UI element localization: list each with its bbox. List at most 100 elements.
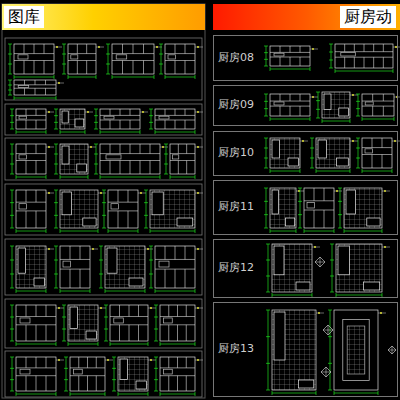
cad-stroke	[108, 44, 109, 74]
cad-stroke	[264, 94, 268, 95]
cad-stroke	[324, 94, 331, 110]
cad-stroke	[266, 390, 270, 391]
cad-stroke	[150, 161, 151, 175]
cad-stroke	[154, 368, 158, 369]
cad-stroke	[195, 47, 203, 48]
cad-stroke	[382, 293, 383, 297]
cad-stroke	[10, 305, 14, 306]
cad-stroke	[362, 147, 392, 148]
cad-stroke	[168, 305, 169, 317]
cad-stroke	[148, 308, 156, 309]
cad-stroke	[20, 318, 30, 323]
cad-stroke	[10, 129, 14, 130]
cad-stroke	[88, 147, 96, 148]
cad-stroke	[26, 211, 27, 228]
cad-stroke	[296, 229, 297, 233]
cad-stroke	[24, 61, 25, 75]
cad-stroke	[270, 119, 310, 120]
cad-stroke	[362, 138, 392, 168]
cad-stroke	[36, 161, 37, 175]
cad-stroke	[144, 215, 148, 216]
cad-stroke	[286, 218, 295, 226]
cad-stroke	[154, 305, 158, 306]
cad-stroke	[266, 244, 270, 245]
cad-stroke	[358, 138, 359, 168]
cad-stroke	[350, 169, 351, 173]
cad-stroke	[16, 394, 56, 395]
cad-stroke	[87, 376, 88, 391]
cad-stroke	[356, 158, 360, 159]
cad-stroke	[164, 164, 168, 165]
cad-stroke	[168, 55, 176, 59]
cad-stroke	[46, 193, 54, 194]
cad-stroke	[164, 154, 168, 155]
cad-stroke	[341, 53, 356, 56]
cad-stroke	[300, 169, 301, 173]
cad-stroke	[185, 44, 186, 54]
cad-stroke	[149, 274, 153, 275]
cad-stroke	[19, 155, 27, 159]
cad-stroke	[99, 246, 103, 247]
cad-stroke	[45, 88, 46, 95]
cad-stroke	[310, 158, 314, 159]
cad-stroke	[159, 74, 163, 75]
cad-stroke	[264, 59, 268, 60]
cad-stroke	[87, 357, 88, 368]
cad-stroke	[54, 122, 58, 123]
cad-stroke	[149, 246, 153, 247]
cad-stroke	[62, 54, 66, 55]
cad-stroke	[186, 376, 187, 391]
cad-stroke	[362, 169, 363, 173]
cad-stroke	[177, 325, 178, 341]
cad-stroke	[64, 368, 68, 369]
cad-stroke	[94, 115, 98, 116]
cad-stroke	[290, 106, 291, 116]
cad-stroke	[60, 190, 98, 228]
cad-stroke	[112, 44, 154, 74]
cad-stroke	[36, 120, 37, 129]
cad-stroke	[54, 144, 58, 145]
cad-stroke	[77, 44, 78, 54]
cad-stroke	[16, 153, 46, 154]
cad-stroke	[10, 357, 14, 358]
kitchen-label: 厨房08	[217, 50, 255, 65]
row-panel	[5, 239, 202, 295]
cad-stroke	[195, 289, 196, 293]
cad-stroke	[270, 69, 310, 70]
cad-stroke	[10, 379, 14, 380]
cad-stroke	[96, 357, 97, 368]
cad-stroke	[46, 289, 47, 293]
cad-stroke	[373, 44, 374, 52]
cad-stroke	[60, 130, 61, 134]
cad-stroke	[56, 308, 64, 309]
cad-stroke	[10, 260, 14, 261]
cad-stroke	[168, 376, 169, 391]
cad-stroke	[35, 88, 36, 95]
cad-stroke	[118, 190, 119, 202]
cad-stroke	[177, 357, 178, 368]
cad-stroke	[16, 291, 46, 292]
cad-stroke	[274, 102, 284, 105]
cad-stroke	[148, 360, 156, 361]
cad-stroke	[185, 246, 186, 259]
cad-stroke	[8, 80, 12, 81]
cad-stroke	[266, 46, 267, 66]
cad-stroke	[195, 75, 196, 79]
cad-stroke	[129, 305, 130, 317]
cad-stroke	[300, 46, 301, 52]
cad-stroke	[64, 44, 65, 74]
cad-stroke	[77, 61, 78, 75]
cad-stroke	[154, 341, 158, 342]
row-panel	[5, 351, 202, 397]
cad-stroke	[150, 144, 151, 154]
cad-stroke	[54, 190, 58, 191]
cad-stroke	[175, 44, 176, 54]
cad-stroke	[10, 174, 14, 175]
cad-stroke	[16, 175, 17, 179]
cad-stroke	[347, 326, 365, 374]
cad-stroke	[78, 357, 79, 368]
cad-stroke	[56, 109, 57, 129]
cad-stroke	[270, 67, 271, 71]
cad-stroke	[272, 244, 312, 292]
cad-stroke	[12, 144, 13, 174]
